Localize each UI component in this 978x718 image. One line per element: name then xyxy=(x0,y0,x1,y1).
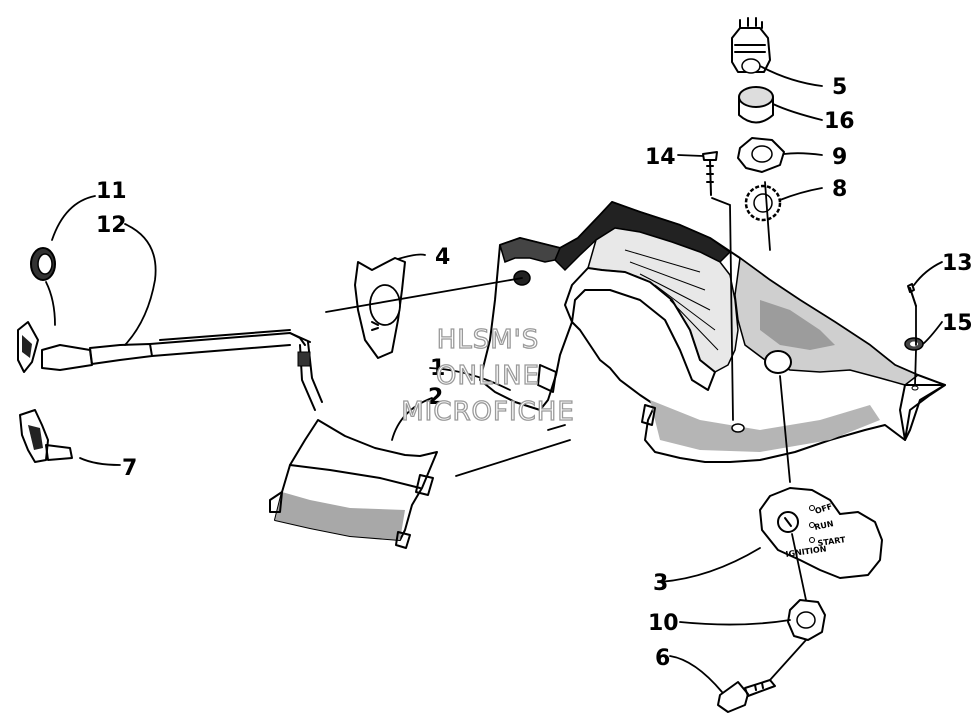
callout-14: 14 xyxy=(645,145,676,170)
callout-5: 5 xyxy=(832,75,847,100)
washer-15 xyxy=(904,337,924,351)
watermark: HLSM'S ONLINE MICROFICHE xyxy=(401,324,575,427)
callout-8: 8 xyxy=(832,177,847,202)
screw-14 xyxy=(702,151,718,196)
ignition-switch xyxy=(731,17,771,74)
choke-cable-assembly xyxy=(17,247,323,411)
panel-label-run: RUN xyxy=(814,519,835,532)
callout-15: 15 xyxy=(942,311,973,336)
bushing xyxy=(738,86,774,124)
callout-4: 4 xyxy=(435,245,450,270)
leader-lines xyxy=(45,65,943,693)
callout-2: 2 xyxy=(428,385,443,410)
callout-3: 3 xyxy=(653,571,668,596)
screw-13 xyxy=(907,283,917,307)
callout-1: 1 xyxy=(430,356,445,381)
hex-nut-upper xyxy=(737,137,785,173)
callout-labels: 1 2 3 4 5 6 7 8 9 10 11 12 13 14 15 16 xyxy=(96,75,973,671)
callout-6: 6 xyxy=(655,646,670,671)
ignition-key xyxy=(717,679,776,713)
watermark-line-1: HLSM'S xyxy=(437,325,540,355)
callout-11: 11 xyxy=(96,179,127,204)
callout-13: 13 xyxy=(942,251,973,276)
panel-label-ignition: IGNITION xyxy=(785,544,827,559)
watermark-line-3: MICROFICHE xyxy=(401,397,575,427)
lock-washer xyxy=(744,184,782,222)
callout-10: 10 xyxy=(648,611,679,636)
lower-cover xyxy=(269,419,438,549)
hex-nut-lower xyxy=(787,599,826,641)
panel-label-start: START xyxy=(817,535,847,548)
callout-7: 7 xyxy=(122,456,137,481)
callout-12: 12 xyxy=(96,213,127,238)
ignition-decal: OFF RUN START IGNITION xyxy=(759,487,883,579)
choke-plate xyxy=(354,257,406,359)
watermark-line-2: ONLINE xyxy=(436,361,540,391)
assembly-lines xyxy=(325,181,917,681)
panel-label-off: OFF xyxy=(814,502,834,516)
choke-lever xyxy=(19,409,73,463)
callout-9: 9 xyxy=(832,145,847,170)
console-housing xyxy=(479,201,946,463)
callout-16: 16 xyxy=(824,109,855,134)
